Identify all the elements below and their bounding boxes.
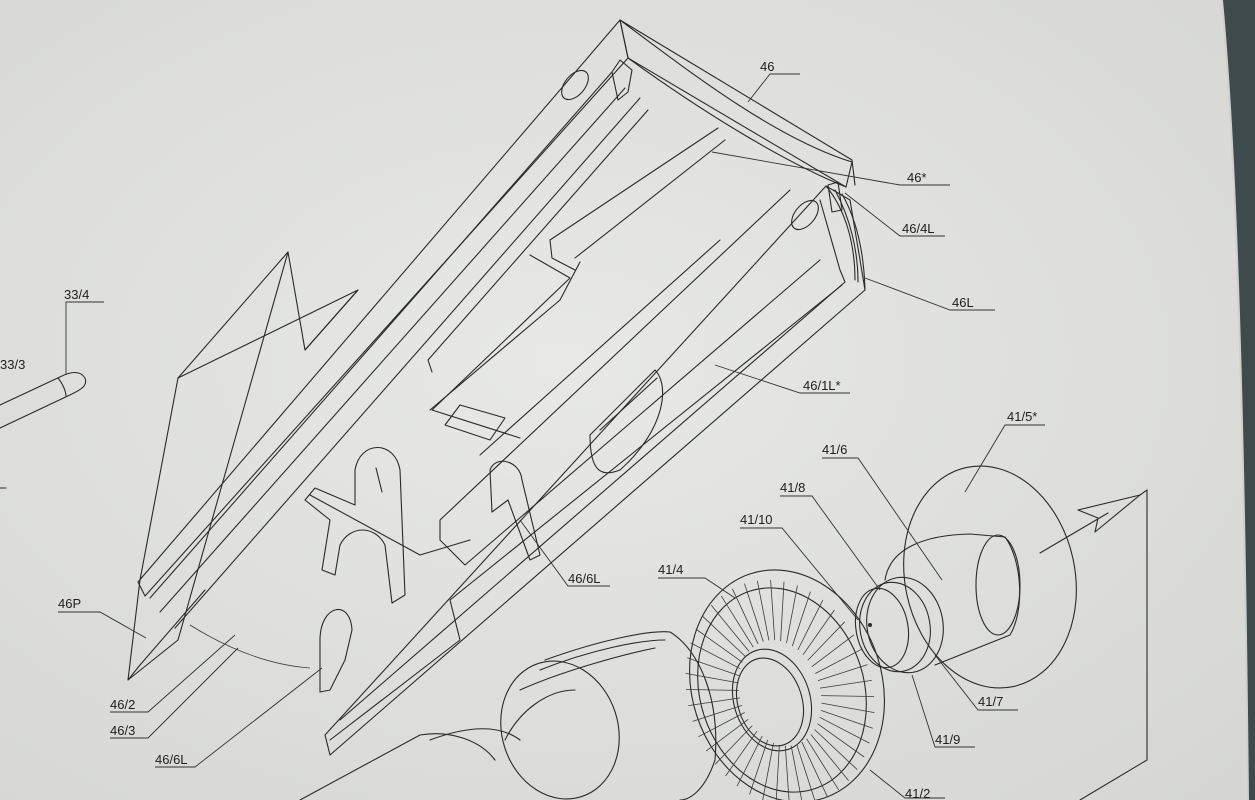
part-46-6L-bracket-c bbox=[319, 609, 353, 693]
part-41-8-ring bbox=[866, 576, 944, 674]
label-46P: 46P bbox=[58, 596, 81, 611]
tire-tread-line bbox=[710, 605, 750, 652]
tire-tread-line bbox=[775, 744, 780, 800]
tire-tread-line bbox=[814, 729, 858, 770]
part-41-4-tire bbox=[685, 569, 885, 800]
tire-tread-line bbox=[702, 616, 746, 657]
tire-tread-line bbox=[817, 723, 865, 758]
tire-tread-line bbox=[688, 697, 741, 706]
label-41-5-star: 41/5* bbox=[1007, 409, 1037, 424]
tire-tread-line bbox=[807, 621, 846, 661]
tire-tread-line bbox=[790, 745, 803, 800]
tire-tread-line bbox=[802, 609, 835, 656]
label-41-2: 41/2 bbox=[905, 786, 930, 800]
wheel-assembly bbox=[299, 465, 1148, 800]
paper-edge bbox=[1221, 0, 1249, 800]
tire-tread-line bbox=[784, 745, 790, 800]
tire-tread-line bbox=[685, 673, 739, 684]
label-33-3: 33/3 bbox=[0, 357, 25, 372]
tire-tread-line bbox=[685, 689, 739, 691]
part-labels: 46 46* 46/4L 46L 46/1L* 33/4 33/3 46P 46… bbox=[0, 59, 1037, 800]
tire-tread-line bbox=[791, 591, 811, 647]
label-46-6L-right: 46/6L bbox=[568, 571, 601, 586]
label-46-3: 46/3 bbox=[110, 723, 135, 738]
label-46-1L-star: 46/1L* bbox=[803, 378, 841, 393]
part-46-6L-bracket-a bbox=[489, 460, 541, 561]
tire-tread-line bbox=[819, 680, 872, 689]
tire-tread-line bbox=[806, 738, 840, 791]
tire-tread-line bbox=[749, 739, 769, 795]
tire-tread-line bbox=[820, 710, 873, 729]
leader-lines bbox=[58, 73, 1045, 799]
label-41-6: 41/6 bbox=[822, 442, 847, 457]
part-41-5-disc bbox=[903, 465, 1077, 689]
tire-tread-line bbox=[810, 734, 850, 781]
mount-hole-upper bbox=[561, 69, 589, 101]
label-46-6L-left: 46/6L bbox=[155, 752, 188, 767]
tire-tread-line bbox=[780, 581, 785, 642]
tire-tread-line bbox=[744, 583, 764, 642]
tire-tread-line bbox=[796, 744, 816, 800]
label-33-4: 33/4 bbox=[64, 287, 89, 302]
label-46-4L: 46/4L bbox=[902, 221, 935, 236]
tire-tread-line bbox=[720, 595, 754, 648]
part-46-end-cap bbox=[619, 19, 853, 188]
assembly-arrow bbox=[1039, 494, 1141, 554]
label-41-8: 41/8 bbox=[780, 480, 805, 495]
label-46-2: 46/2 bbox=[110, 697, 135, 712]
tire-tread-line bbox=[732, 588, 759, 645]
label-41-4: 41/4 bbox=[658, 562, 683, 577]
tire-tread-line bbox=[695, 628, 743, 663]
label-41-9: 41/9 bbox=[935, 732, 960, 747]
part-41-10-cap bbox=[854, 587, 910, 669]
part-46-1L-window bbox=[589, 369, 664, 474]
tire-tread-line bbox=[756, 580, 770, 641]
part-41-2-drum bbox=[299, 631, 717, 800]
tire-tread-line bbox=[714, 725, 753, 765]
mount-hole-lower bbox=[791, 199, 819, 231]
label-46: 46 bbox=[760, 59, 774, 74]
tire-tread-line bbox=[687, 657, 740, 676]
tire-tread-line bbox=[819, 716, 870, 744]
tire-tread-line bbox=[770, 579, 776, 641]
tire-tread-line bbox=[821, 702, 875, 713]
tire-tread-line bbox=[786, 585, 798, 644]
tire-tread-line bbox=[705, 718, 749, 752]
tire-tread-line bbox=[797, 599, 824, 651]
bottom-frame bbox=[324, 185, 866, 756]
tire-tread-line bbox=[690, 642, 741, 670]
label-41-10: 41/10 bbox=[740, 512, 773, 527]
hull-panel-assembly bbox=[127, 19, 866, 756]
tire-tread-line bbox=[692, 705, 743, 722]
tire-tread-line bbox=[817, 664, 868, 681]
label-46-star: 46* bbox=[907, 170, 927, 185]
label-41-7: 41/7 bbox=[978, 694, 1003, 709]
part-33-4-rod bbox=[0, 371, 87, 489]
tire-tread-line bbox=[801, 741, 828, 798]
tire-tread-line bbox=[815, 648, 862, 674]
tire-tread-line bbox=[811, 634, 855, 668]
tire-tread-line bbox=[762, 742, 774, 800]
tire-tread-line bbox=[698, 712, 745, 738]
tire-tread-line bbox=[725, 730, 758, 777]
label-46L: 46L bbox=[952, 295, 974, 310]
part-46-6L-bracket-b bbox=[304, 446, 406, 604]
tire-tread-line bbox=[821, 695, 875, 697]
tire-tread-line bbox=[736, 735, 763, 787]
